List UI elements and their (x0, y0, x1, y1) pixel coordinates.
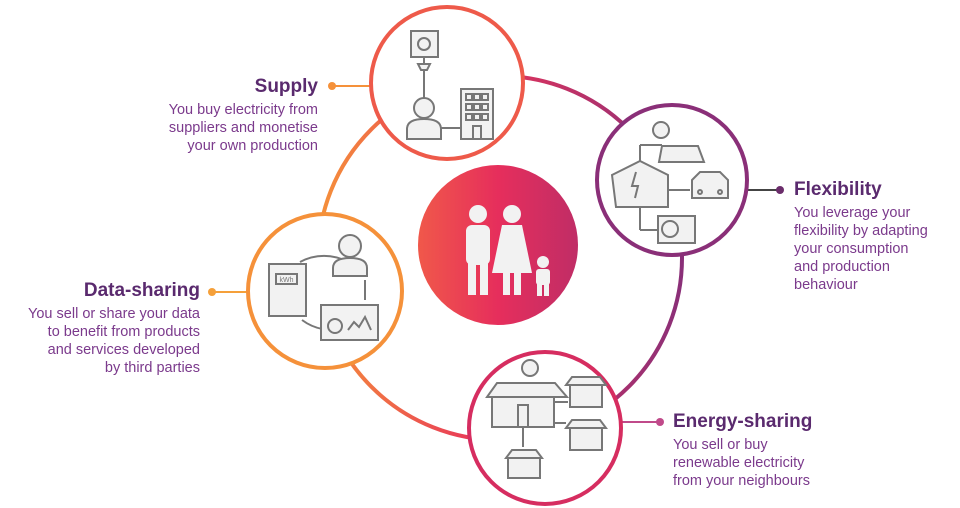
flexibility-desc-line: behaviour (794, 277, 858, 293)
supply-desc-line: You buy electricity from (168, 102, 318, 118)
socket-person-building-icon (406, 30, 494, 140)
solar-house-neighbours-icon (485, 359, 608, 479)
data-sharing-desc-line: You sell or share your data (28, 306, 200, 322)
flexibility-desc-line: your consumption (794, 241, 909, 257)
supply-label: Supply You buy electricity from supplier… (169, 75, 318, 155)
supply-desc-line: your own production (187, 138, 318, 154)
flexibility-desc-line: flexibility by adapting (794, 223, 928, 239)
energy-sharing-desc-line: renewable electricity (673, 455, 805, 471)
house-solar-car-heatpump-icon (610, 121, 729, 244)
flexibility-title: Flexibility (794, 179, 882, 200)
flexibility-label: Flexibility You leverage your flexibilit… (794, 178, 928, 294)
connector-flexibility (746, 186, 784, 194)
energy-sharing-desc-line: You sell or buy (673, 437, 768, 453)
data-sharing-desc-line: and services developed (47, 342, 200, 358)
flexibility-circle (595, 103, 749, 257)
supply-desc-line: suppliers and monetise (168, 120, 318, 136)
flexibility-desc-line: You leverage your (794, 205, 911, 221)
supply-title: Supply (254, 76, 318, 97)
connector-supply (328, 82, 372, 90)
energy-sharing-label: Energy-sharing You sell or buy renewable… (673, 410, 812, 490)
meter-text: kWh (280, 277, 294, 284)
supply-circle (369, 5, 525, 161)
connector-energy-sharing (620, 418, 664, 426)
energy-sharing-desc-line: from your neighbours (673, 473, 811, 489)
energy-sharing-title: Energy-sharing (673, 411, 813, 432)
meter-person-dashboard-icon (268, 234, 379, 341)
data-sharing-desc-line: by third parties (104, 360, 200, 376)
flexibility-desc-line: and production (794, 259, 890, 275)
connector-data-sharing (208, 288, 250, 296)
data-sharing-desc-line: to benefit from products (47, 324, 200, 340)
data-sharing-label: Data-sharing You sell or share your data… (28, 279, 200, 377)
family-icon (466, 205, 550, 296)
data-sharing-title: Data-sharing (83, 280, 200, 301)
